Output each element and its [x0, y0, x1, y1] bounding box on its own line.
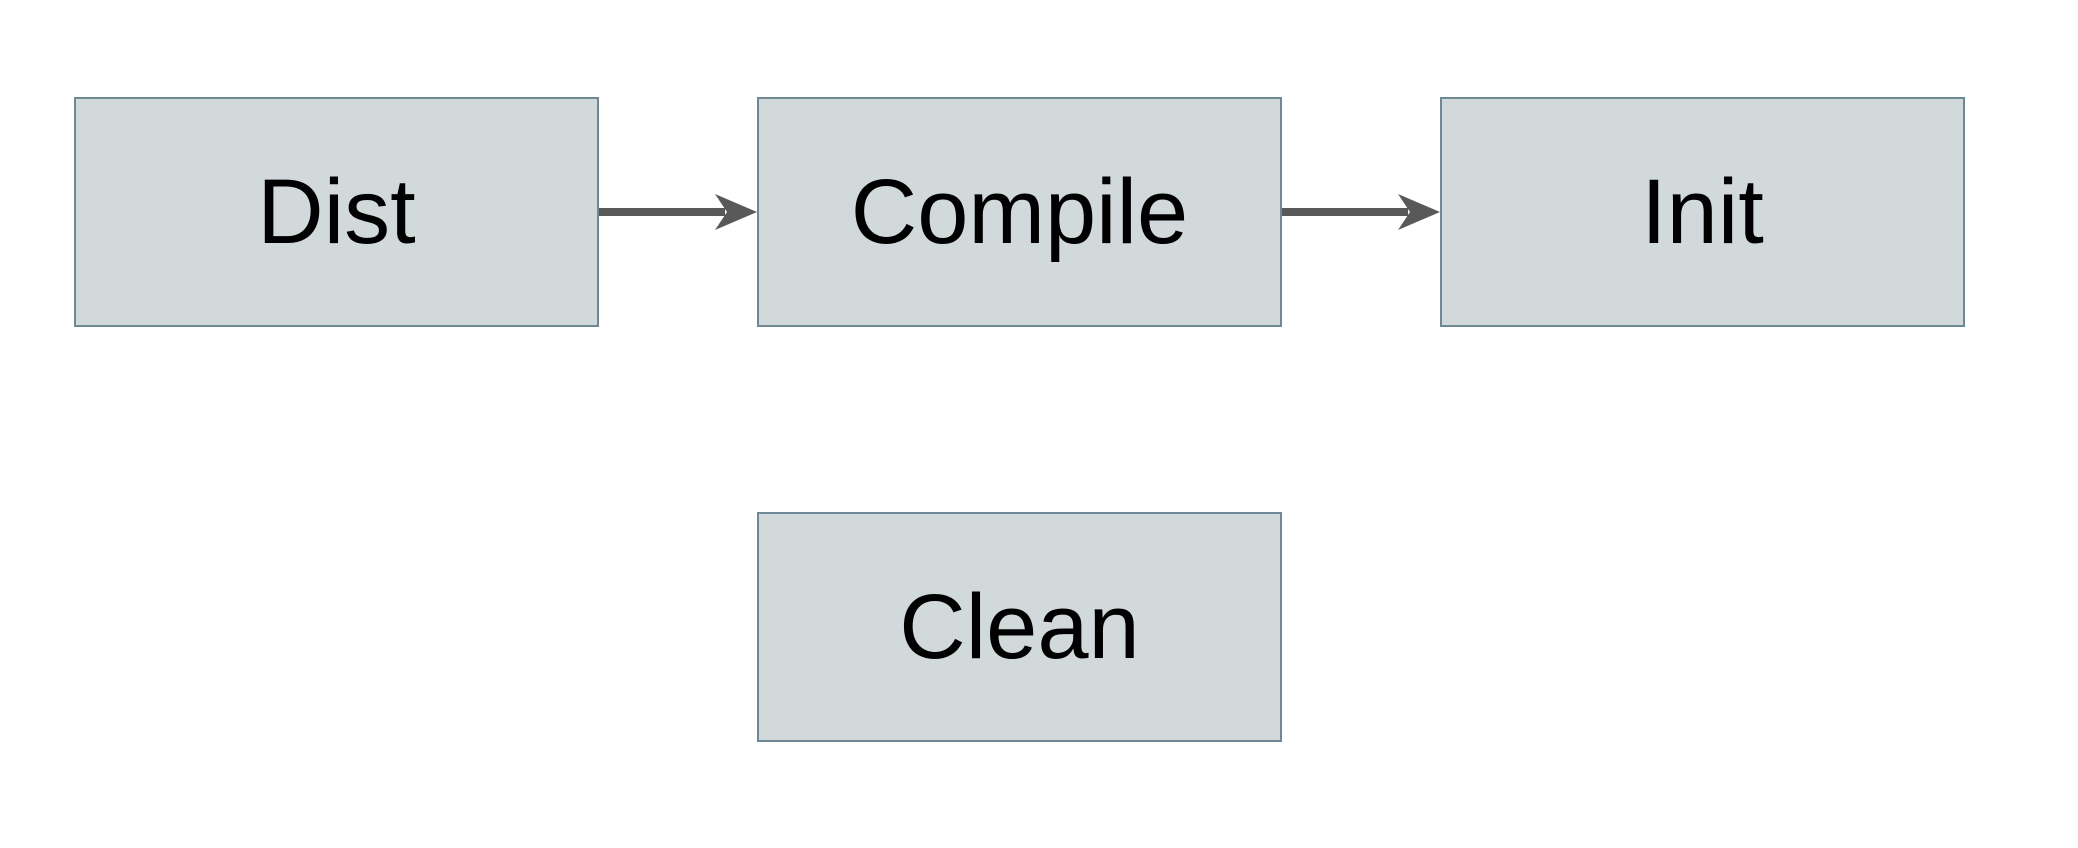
node-dist: Dist [74, 97, 599, 327]
node-dist-label: Dist [257, 161, 416, 263]
right-arrow-icon [1282, 194, 1440, 230]
node-compile: Compile [757, 97, 1282, 327]
node-init: Init [1440, 97, 1965, 327]
node-clean-label: Clean [899, 576, 1140, 678]
right-arrow-icon [599, 194, 757, 230]
node-compile-label: Compile [850, 161, 1189, 263]
node-clean: Clean [757, 512, 1282, 742]
node-init-label: Init [1641, 161, 1764, 263]
